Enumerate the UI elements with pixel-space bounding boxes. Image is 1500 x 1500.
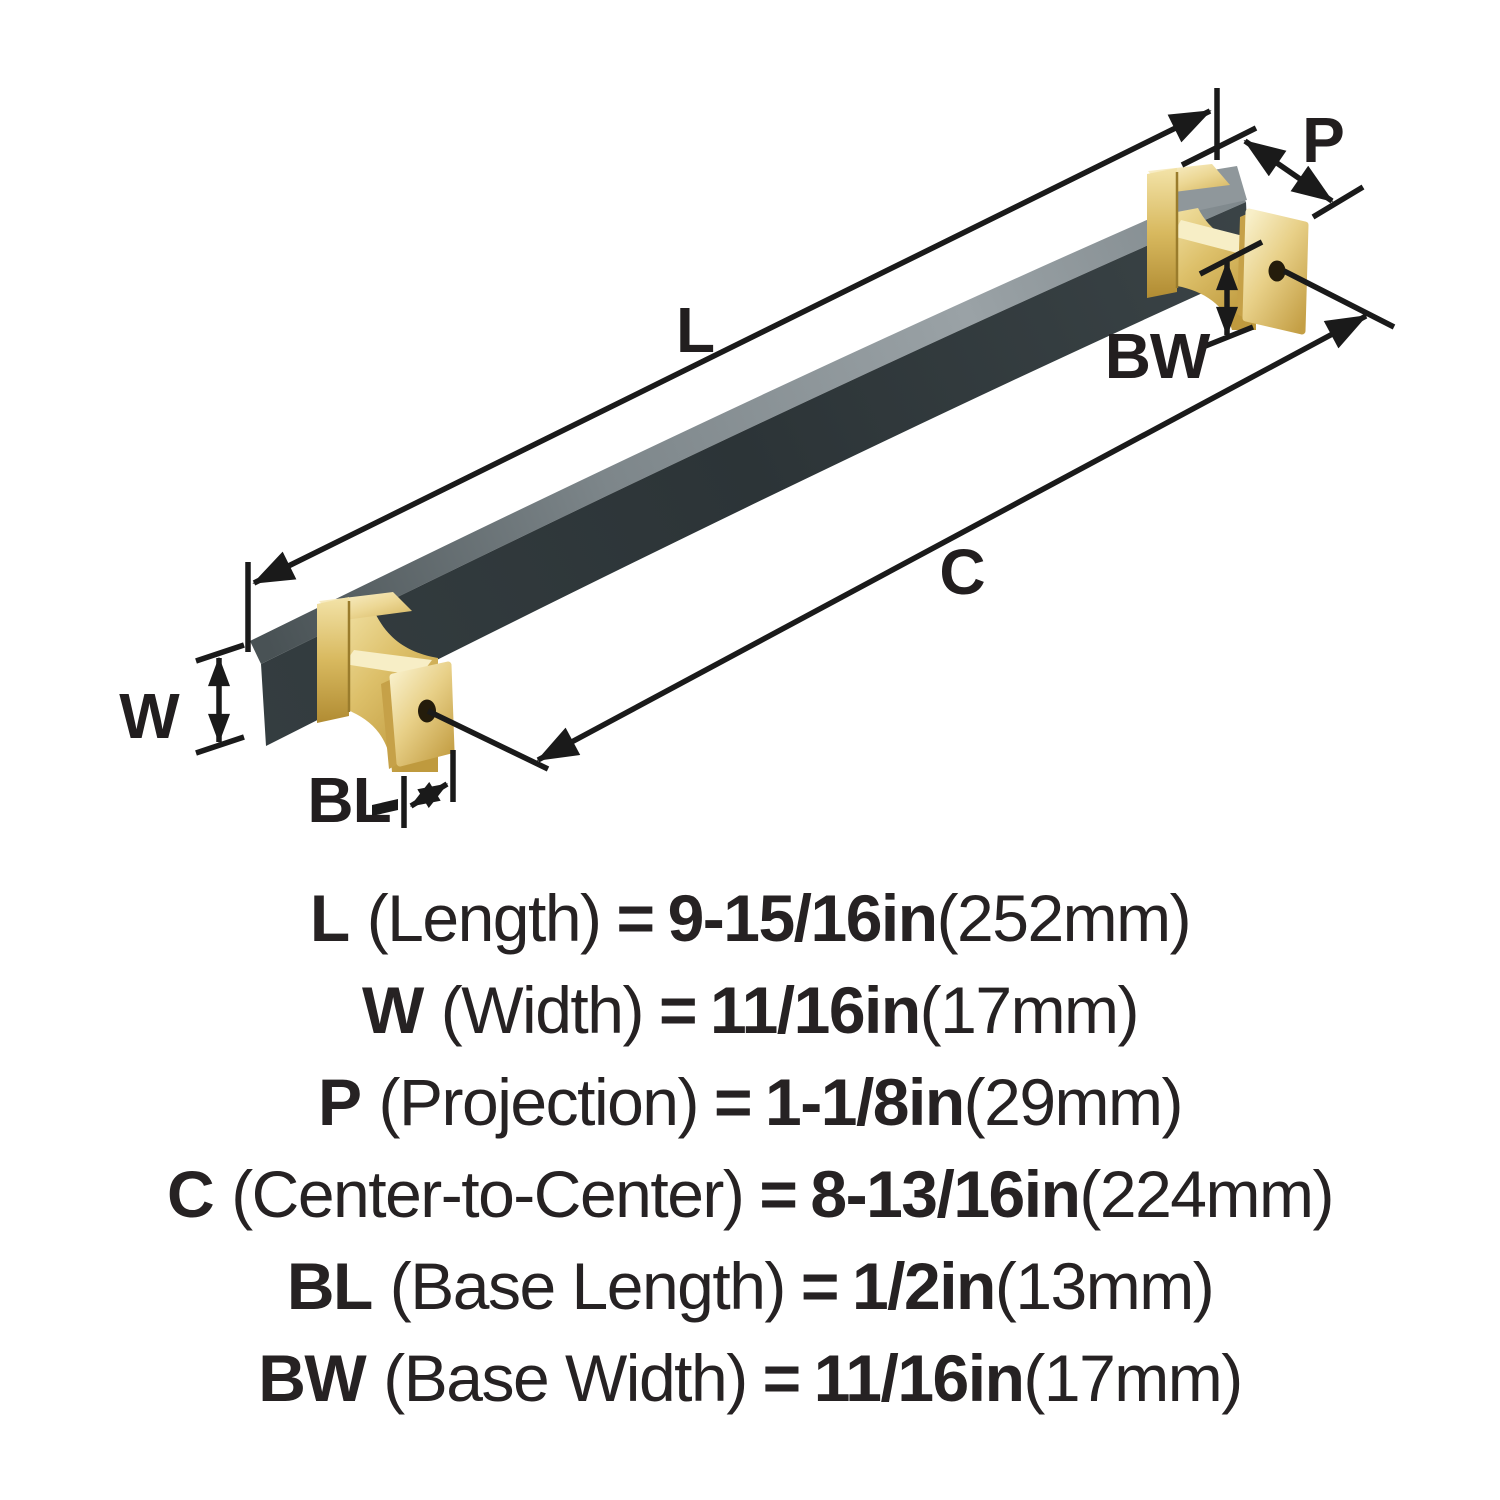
spec-code: P [318, 1065, 362, 1139]
bar-top-face [250, 181, 1246, 664]
left-screw-hole [418, 699, 436, 723]
spec-value: 9-15/16in [667, 881, 939, 955]
spec-metric: (224mm) [1079, 1157, 1334, 1231]
c-dimension-line [536, 313, 1368, 763]
spec-equals: = [800, 1249, 840, 1323]
p-dimension-line [1243, 138, 1334, 204]
spec-row-length: L(Length)=9-15/16in(252mm) [309, 872, 1192, 964]
spec-equals: = [759, 1157, 798, 1231]
label-base-length: BL [307, 764, 390, 836]
c-extension-right [1282, 268, 1396, 330]
label-base-width: BW [1105, 320, 1211, 392]
right-screw-hole [1268, 260, 1286, 282]
spec-name: (Width) [440, 973, 645, 1047]
spec-row-base-length: BL(Base Length)=1/2in(13mm) [286, 1240, 1215, 1332]
label-projection: P [1302, 104, 1344, 176]
spec-name: (Base Width) [383, 1341, 748, 1415]
left-shelf-highlight [344, 650, 432, 676]
spec-code: BW [258, 1341, 366, 1415]
spec-row-base-width: BW(Base Width)=11/16in(17mm) [258, 1332, 1243, 1424]
spec-name: (Base Length) [389, 1249, 787, 1323]
spec-row-projection: P(Projection)=1-1/8in(29mm) [318, 1056, 1184, 1148]
spec-code: BL [286, 1249, 373, 1323]
spec-row-width: W(Width)=11/16in(17mm) [361, 964, 1140, 1056]
w-tick-top [195, 642, 245, 664]
spec-equals: = [616, 881, 656, 955]
left-foot-shadow [372, 799, 398, 816]
bl-dimension-line [409, 781, 449, 809]
left-base [317, 592, 455, 816]
spec-metric: (17mm) [919, 973, 1140, 1047]
spec-row-center-to-center: C(Center-to-Center)=8-13/16in(224mm) [167, 1148, 1334, 1240]
dimension-labels: L C P W BW BL [119, 104, 1345, 836]
label-width: W [119, 680, 180, 752]
spec-metric: (29mm) [963, 1065, 1184, 1139]
label-length: L [676, 294, 714, 366]
spec-code: L [309, 881, 350, 955]
p-tick-lower [1311, 184, 1365, 220]
p-tick-upper [1180, 125, 1258, 168]
spec-name: (Projection) [378, 1065, 700, 1139]
spec-name: (Length) [366, 881, 602, 955]
w-tick-bottom [195, 734, 245, 756]
spec-value: 1/2in [851, 1249, 996, 1323]
spec-metric: (17mm) [1023, 1341, 1243, 1415]
dimension-lines [195, 88, 1396, 828]
spec-value: 11/16in [813, 1341, 1025, 1415]
spec-value: 1-1/8in [765, 1065, 965, 1139]
spec-list: L(Length)=9-15/16in(252mm) W(Width)=11/1… [0, 872, 1500, 1424]
spec-metric: (13mm) [994, 1249, 1215, 1323]
bw-tick-top [1198, 239, 1264, 277]
spec-value: 11/16in [710, 973, 921, 1047]
spec-equals: = [658, 973, 698, 1047]
spec-name: (Center-to-Center) [231, 1157, 745, 1231]
bw-tick-bottom [1201, 324, 1255, 350]
spec-metric: (252mm) [936, 881, 1192, 955]
spec-equals: = [714, 1065, 753, 1139]
spec-code: W [361, 973, 424, 1047]
spec-value: 8-13/16in [810, 1157, 1081, 1231]
spec-equals: = [762, 1341, 802, 1415]
left-collar-band [317, 597, 349, 723]
right-collar-band [1147, 168, 1177, 298]
c-extension-left [426, 708, 550, 772]
dimension-diagram: L C P W BW BL [119, 88, 1396, 836]
label-center-to-center: C [939, 536, 984, 608]
spec-code: C [167, 1157, 215, 1231]
